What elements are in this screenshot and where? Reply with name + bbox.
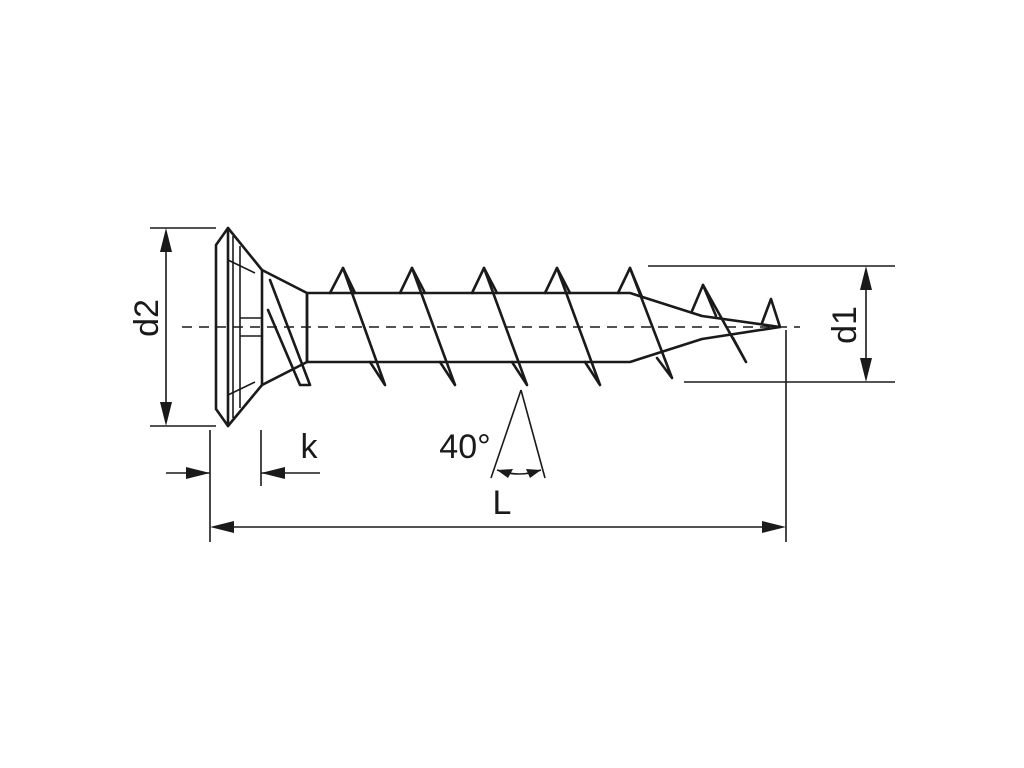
- angle-dimension: [490, 389, 546, 479]
- length-label: L: [493, 484, 512, 522]
- k-label: k: [301, 428, 319, 466]
- screw-head: [214, 226, 309, 428]
- k-dimension: [166, 430, 320, 542]
- length-dimension: [210, 330, 787, 542]
- screw-body: [266, 266, 782, 387]
- d2-label: d2: [128, 299, 166, 337]
- d1-dimension: [648, 265, 895, 383]
- angle-label: 40°: [439, 428, 490, 466]
- d2-dimension: [150, 227, 216, 427]
- d1-label: d1: [826, 306, 864, 344]
